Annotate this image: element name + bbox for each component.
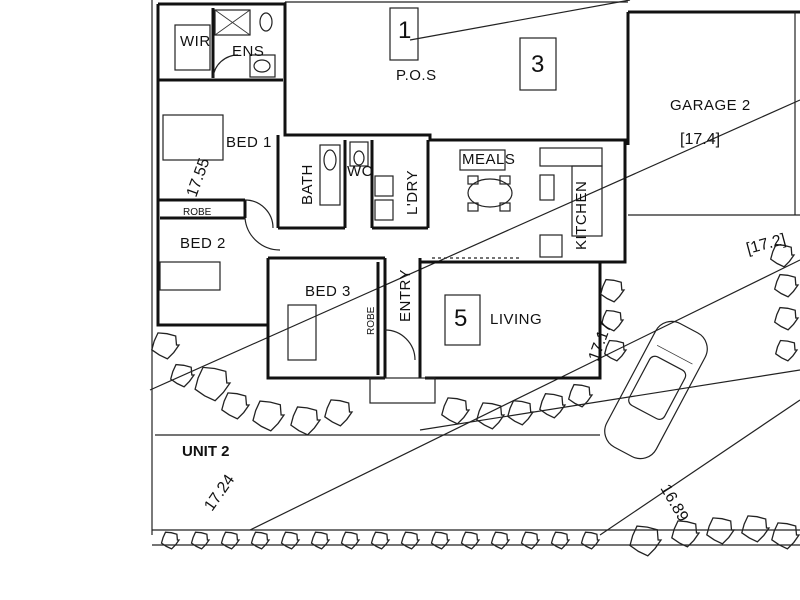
level-17-4: [17.4] (680, 131, 720, 148)
shrub (603, 339, 628, 362)
shrub (476, 402, 506, 430)
shrub (629, 525, 663, 557)
house-walls (156, 2, 627, 380)
shrub (290, 406, 322, 436)
label-bed1: BED 1 (226, 134, 272, 151)
site-lines (149, 0, 800, 546)
room-labels: WIR ENS BED 1 ROBE BED 2 BED 3 ROBE BATH… (180, 33, 751, 335)
pos-area (284, 1, 628, 135)
shrub (252, 400, 286, 432)
shrub (250, 531, 271, 550)
shrub (550, 531, 571, 550)
shrub (151, 332, 181, 360)
label-ens: ENS (232, 43, 264, 60)
label-laundry: L'DRY (404, 170, 421, 215)
label-robe2: ROBE (366, 306, 377, 335)
garage (626, 10, 800, 216)
label-garage: GARAGE 2 (670, 97, 751, 114)
shrub (773, 273, 800, 298)
shrub (221, 392, 251, 420)
label-wc: WC (347, 163, 373, 180)
shrub (706, 517, 736, 545)
shrub (741, 515, 771, 543)
label-robe1: ROBE (183, 207, 212, 218)
shrub (580, 531, 601, 550)
shrub (507, 400, 535, 426)
level-17-17: 17.17 (586, 320, 616, 364)
label-kitchen: KITCHEN (573, 181, 590, 250)
shrub (430, 531, 451, 550)
shrub (539, 393, 567, 419)
level-17-24: 17.24 (201, 472, 238, 515)
vegetation (151, 243, 800, 557)
shrub (160, 531, 181, 550)
shrub (774, 339, 799, 362)
level-markers: 17.55 [17.4] [17.2] 17.17 17.24 16.89 (184, 131, 788, 525)
label-bed2: BED 2 (180, 235, 226, 252)
shrub (567, 383, 594, 408)
shrub (441, 397, 471, 425)
shrub (490, 531, 511, 550)
shrub (310, 531, 331, 550)
fixtures (159, 9, 603, 404)
car-icon (604, 320, 708, 460)
label-meals: MEALS (462, 151, 515, 168)
shrub (460, 531, 481, 550)
unit-label: UNIT 2 (182, 443, 230, 460)
level-17-55: 17.55 (184, 156, 214, 200)
shrub (280, 531, 301, 550)
area-tags: 1 3 5 (398, 17, 544, 332)
label-bath: BATH (299, 164, 316, 205)
tag-3: 3 (531, 51, 544, 78)
level-17-2: [17.2] (745, 231, 788, 258)
level-16-89: 16.89 (657, 482, 692, 525)
label-bed3: BED 3 (305, 283, 351, 300)
tag-5: 5 (454, 305, 467, 332)
shrub (520, 531, 541, 550)
shrub (771, 522, 800, 550)
shrub (600, 309, 625, 332)
shrub (400, 531, 421, 550)
shrub (190, 531, 211, 550)
label-living: LIVING (490, 311, 542, 328)
shrub (194, 366, 232, 402)
shrub (220, 531, 241, 550)
shrub (324, 399, 354, 427)
label-entry: ENTRY (397, 269, 414, 322)
shrub (169, 363, 196, 388)
label-pos: P.O.S (396, 67, 437, 84)
shrub (671, 520, 701, 548)
shrub (599, 278, 626, 303)
shrub (773, 306, 800, 331)
shrub (370, 531, 391, 550)
shrub (340, 531, 361, 550)
label-wir: WIR (180, 33, 211, 50)
tag-1: 1 (398, 17, 411, 44)
shrub (769, 243, 796, 268)
